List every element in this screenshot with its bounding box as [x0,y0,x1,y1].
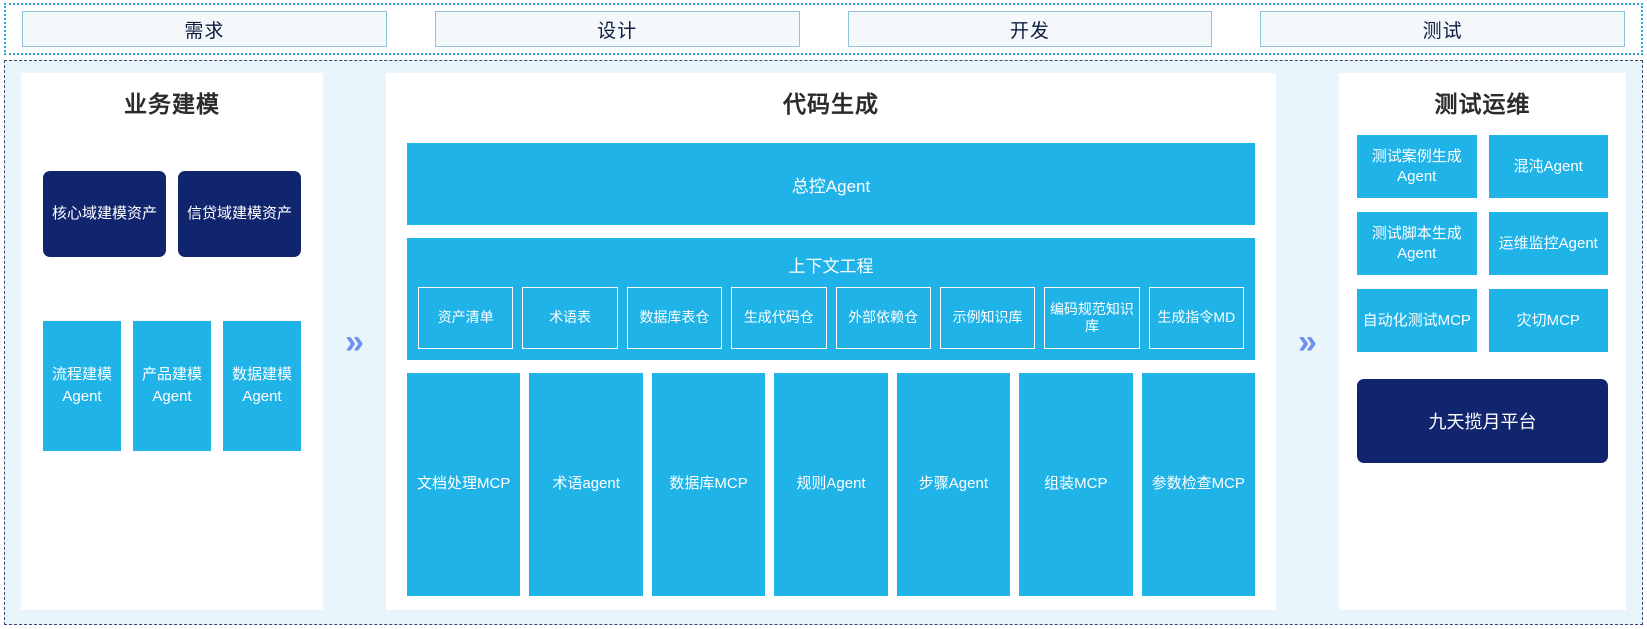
context-item-glossary[interactable]: 术语表 [522,287,618,349]
agent-test-script-generation[interactable]: 测试脚本生成Agent [1357,212,1477,275]
context-item-external-dependency-repo[interactable]: 外部依赖仓 [835,287,931,349]
pipeline-body: 业务建模 核心域建模资产 信贷域建模资产 流程建模Agent 产品建模Agent… [4,60,1643,625]
tool-disaster-switch-mcp[interactable]: 灾切MCP [1488,289,1608,352]
asset-row: 核心域建模资产 信贷域建模资产 [43,171,301,257]
chevron-right-icon-1: » [345,322,364,361]
context-item-row: 资产清单 术语表 数据库表仓 生成代码仓 外部依赖仓 示例知识库 编码规范知识库… [418,287,1244,349]
phase-box-testing[interactable]: 测试 [1260,11,1625,47]
agent-data-modeling[interactable]: 数据建模Agent [223,321,301,451]
panel-title-business-modeling: 业务建模 [124,91,220,117]
agent-product-modeling[interactable]: 产品建模Agent [133,321,211,451]
master-control-agent[interactable]: 总控Agent [407,143,1255,225]
context-item-asset-list[interactable]: 资产清单 [418,287,514,349]
chevron-right-icon-2: » [1298,322,1317,361]
phase-box-design[interactable]: 设计 [434,11,800,47]
tool-glossary-agent[interactable]: 术语agent [529,373,643,596]
context-item-example-knowledge-base[interactable]: 示例知识库 [939,287,1036,349]
modeler-agent-row: 流程建模Agent 产品建模Agent 数据建模Agent [43,321,301,451]
platform-jiutian-lanyue[interactable]: 九天揽月平台 [1357,379,1608,463]
context-item-coding-standard-knowledge-base[interactable]: 编码规范知识库 [1044,287,1140,349]
panel-test-operations: 测试运维 测试案例生成Agent 混沌Agent 测试脚本生成Agent 运维监… [1339,73,1626,610]
context-item-generated-code-repo[interactable]: 生成代码仓 [731,287,827,349]
tool-automated-test-mcp[interactable]: 自动化测试MCP [1357,289,1477,352]
context-item-generation-instruction-md[interactable]: 生成指令MD [1148,287,1244,349]
panel-title-code-generation: 代码生成 [783,91,879,117]
tool-assembly-mcp[interactable]: 组装MCP [1019,373,1133,596]
tool-step-agent[interactable]: 步骤Agent [896,373,1011,596]
asset-credit-domain[interactable]: 信贷域建模资产 [178,171,301,257]
context-engineering-block: 上下文工程 资产清单 术语表 数据库表仓 生成代码仓 外部依赖仓 示例知识库 编… [407,238,1255,360]
context-item-db-table-repo[interactable]: 数据库表仓 [626,287,723,349]
tool-database-mcp[interactable]: 数据库MCP [651,373,766,596]
tool-row: 文档处理MCP 术语agent 数据库MCP 规则Agent 步骤Agent 组… [407,373,1255,596]
test-ops-grid: 测试案例生成Agent 混沌Agent 测试脚本生成Agent 运维监控Agen… [1357,135,1608,352]
panel-title-test-operations: 测试运维 [1434,91,1531,117]
agent-test-case-generation[interactable]: 测试案例生成Agent [1357,135,1477,198]
agent-chaos[interactable]: 混沌Agent [1488,135,1608,198]
code-generation-content: 总控Agent 上下文工程 资产清单 术语表 数据库表仓 生成代码仓 外部依赖仓… [386,119,1276,610]
agent-ops-monitoring[interactable]: 运维监控Agent [1488,212,1608,275]
phase-box-development[interactable]: 开发 [847,11,1213,47]
panel-business-modeling: 业务建模 核心域建模资产 信贷域建模资产 流程建模Agent 产品建模Agent… [21,73,323,610]
test-operations-content: 测试案例生成Agent 混沌Agent 测试脚本生成Agent 运维监控Agen… [1339,119,1626,610]
business-modeling-content: 核心域建模资产 信贷域建模资产 流程建模Agent 产品建模Agent 数据建模… [21,119,323,610]
phase-box-requirements[interactable]: 需求 [22,11,387,47]
panel-code-generation: 代码生成 总控Agent 上下文工程 资产清单 术语表 数据库表仓 生成代码仓 … [386,73,1276,610]
phase-band: 需求 设计 开发 测试 [4,3,1643,55]
tool-parameter-check-mcp[interactable]: 参数检查MCP [1141,373,1255,596]
asset-core-domain[interactable]: 核心域建模资产 [43,171,166,257]
tool-rule-agent[interactable]: 规则Agent [774,373,888,596]
agent-process-modeling[interactable]: 流程建模Agent [43,321,121,451]
tool-document-processing-mcp[interactable]: 文档处理MCP [407,373,521,596]
context-engineering-title: 上下文工程 [788,257,874,276]
